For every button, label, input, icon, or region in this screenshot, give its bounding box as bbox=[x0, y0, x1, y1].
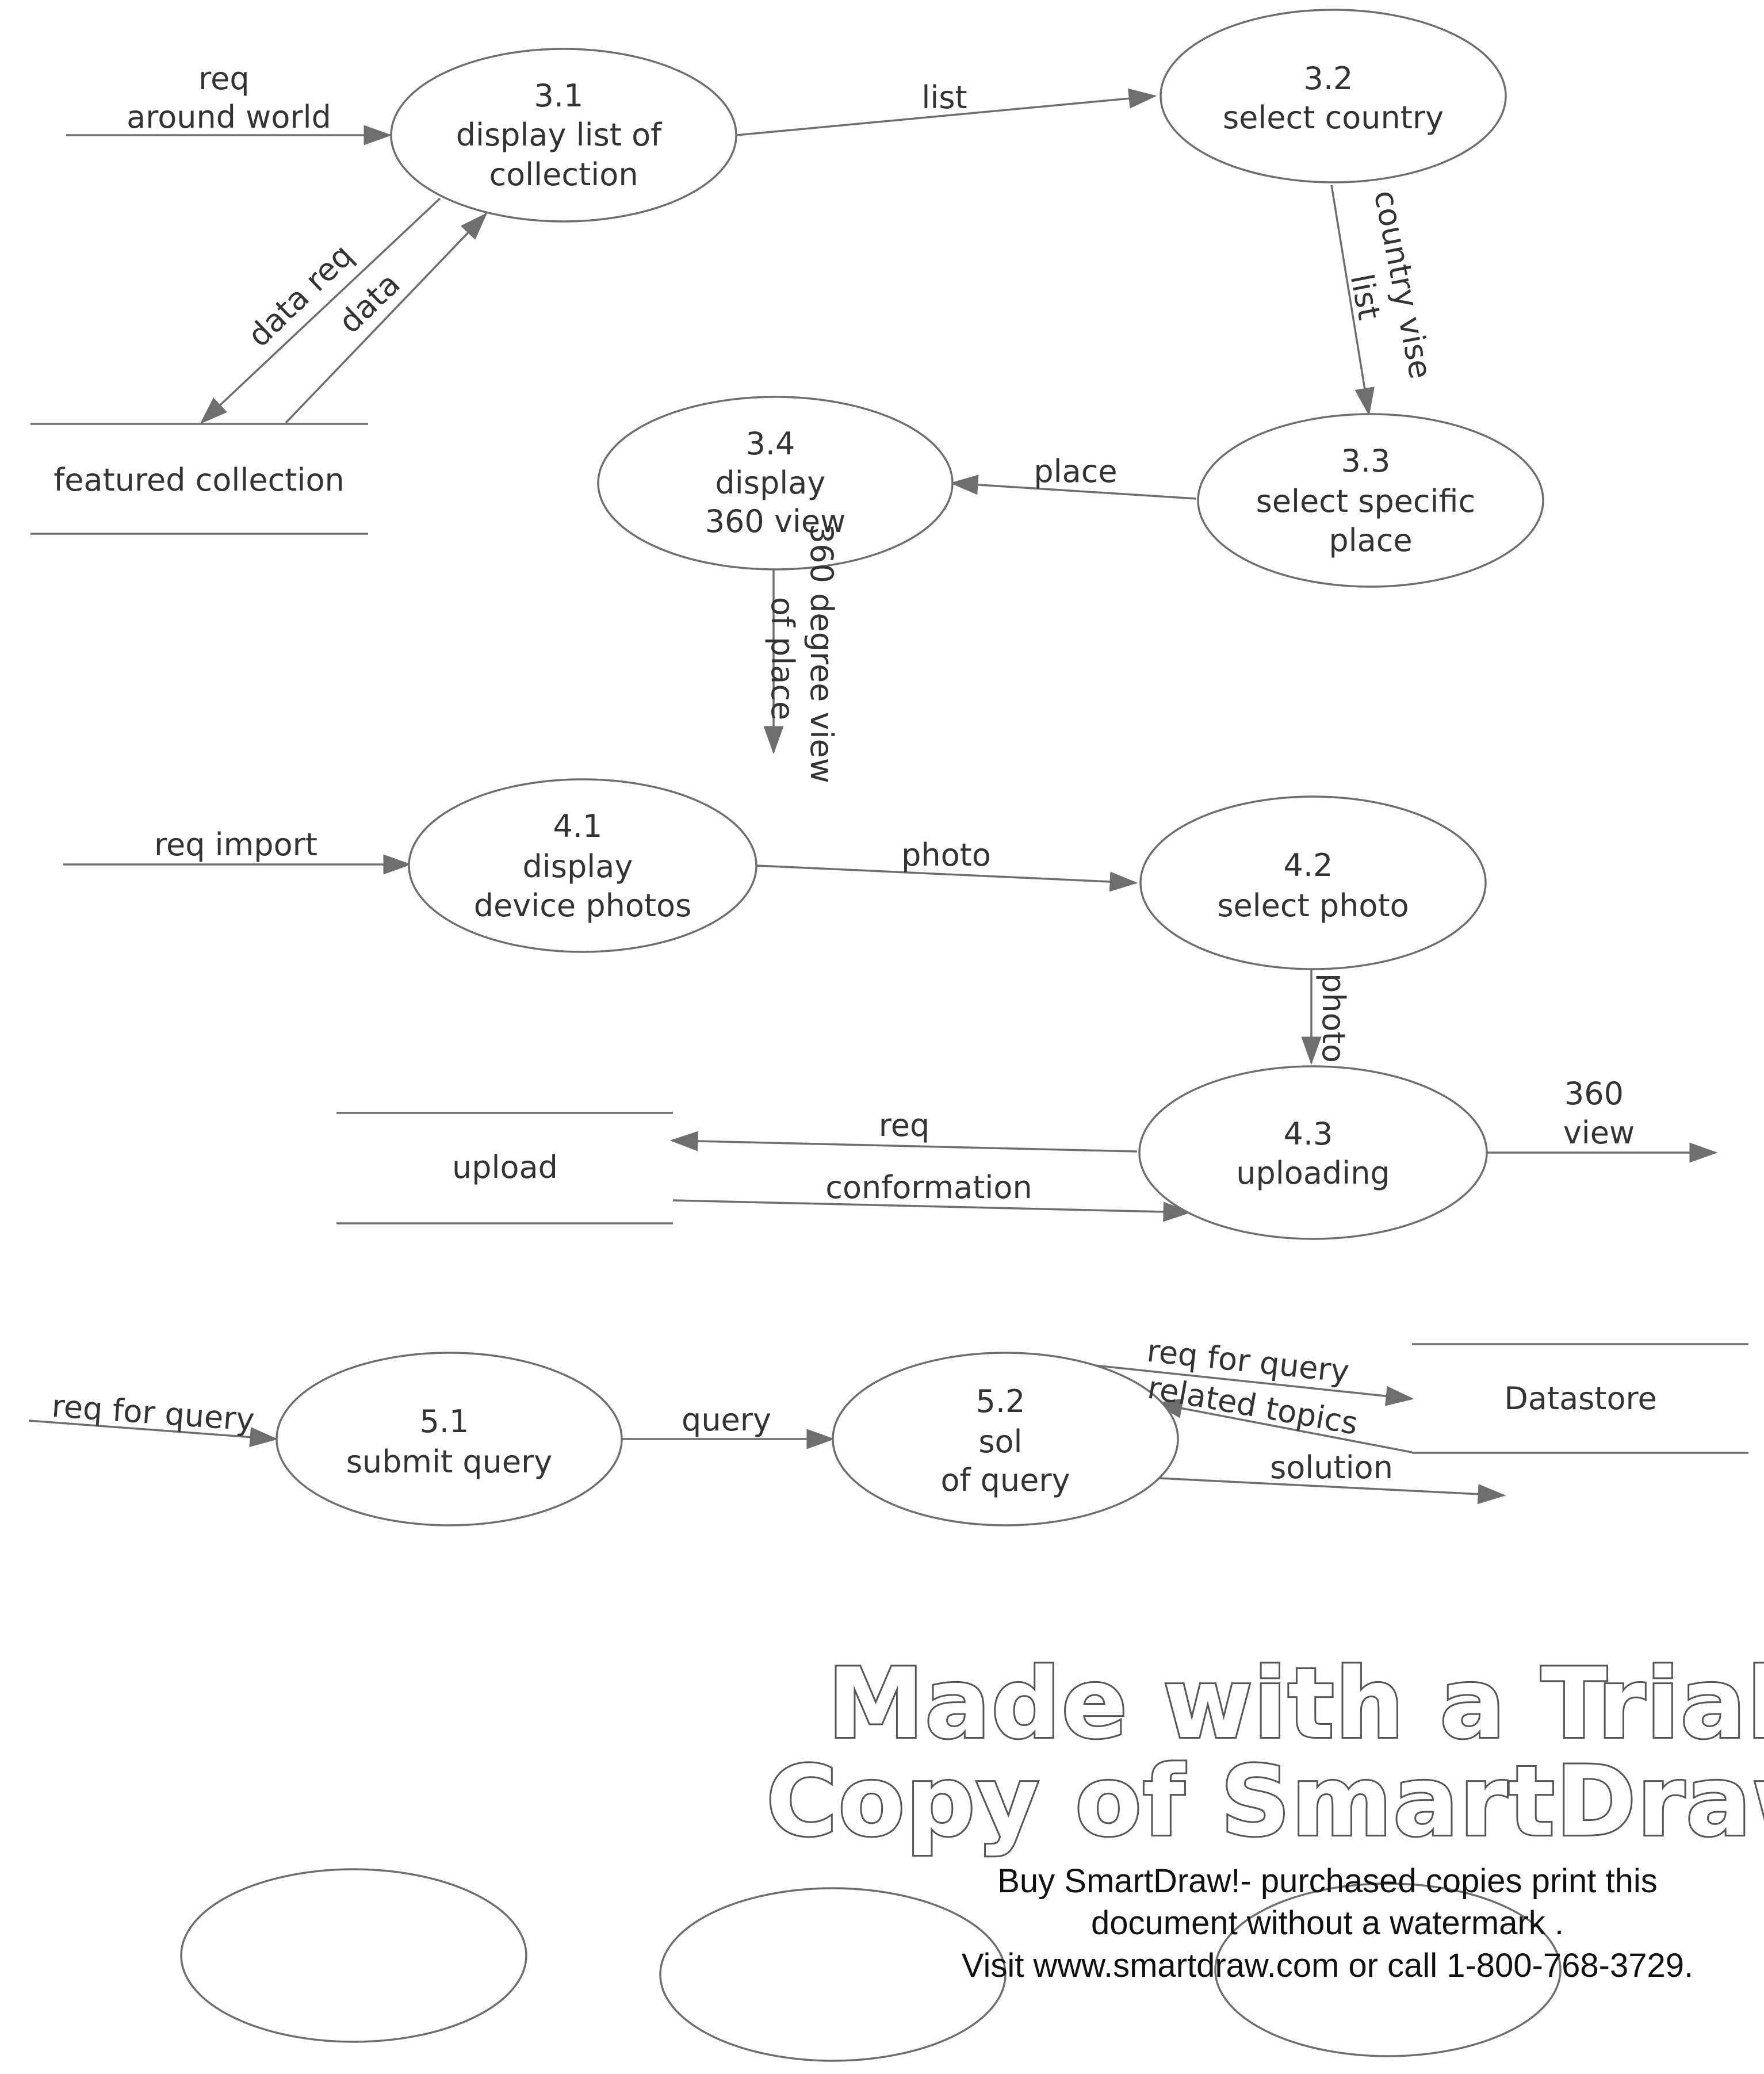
process-4-3: 4.3 uploading bbox=[1138, 1065, 1488, 1240]
flow-labels: req around world list data req data coun… bbox=[51, 60, 1635, 1486]
arrow-photo-1 bbox=[756, 864, 1138, 892]
process-4-2: 4.2 select photo bbox=[1139, 795, 1487, 970]
arrow-req-upload bbox=[669, 1131, 1138, 1153]
process-4-1-number: 4.1 bbox=[553, 808, 602, 844]
store-featured-label: featured collection bbox=[53, 462, 345, 498]
process-3-4-name-2: 360 view bbox=[705, 503, 846, 539]
process-5-1: 5.1 submit query bbox=[275, 1352, 623, 1526]
process-4-2-number: 4.2 bbox=[1283, 847, 1333, 883]
svg-text:360 degree view of place: 360 degree view of place bbox=[764, 524, 840, 793]
arrow-solution bbox=[1158, 1477, 1506, 1505]
empty-ellipse-1 bbox=[180, 1868, 527, 2043]
process-5-2-name: sol bbox=[978, 1424, 1022, 1460]
svg-text:4.2 select photo: 4.2 select photo bbox=[1217, 847, 1409, 924]
watermark-line-2: Copy of SmartDraw bbox=[766, 1745, 1764, 1858]
arrow-list bbox=[736, 88, 1157, 136]
svg-text:country vise list: country vise list bbox=[1329, 187, 1441, 399]
process-4-1-name: display bbox=[523, 848, 633, 885]
svg-text:5.1 submit query: 5.1 submit query bbox=[346, 1403, 552, 1480]
label-around-world: around world bbox=[127, 99, 331, 135]
label-360: 360 bbox=[1564, 1076, 1624, 1112]
process-3-3-name: select specific bbox=[1256, 483, 1476, 519]
process-3-1: 3.1 display list of collection bbox=[390, 48, 737, 223]
label-photo-1: photo bbox=[901, 837, 991, 873]
watermark-note-3: Visit www.smartdraw.com or call 1-800-76… bbox=[962, 1947, 1693, 1984]
label-req-for-query-in: req for query bbox=[51, 1388, 256, 1438]
empty-shapes bbox=[180, 1868, 1562, 2062]
svg-text:360 view: 360 view bbox=[1563, 1076, 1635, 1151]
arrow-req-for-query-out bbox=[1084, 1363, 1414, 1406]
process-4-3-number: 4.3 bbox=[1283, 1116, 1333, 1152]
label-conformation: conformation bbox=[825, 1169, 1032, 1206]
flow-arrows bbox=[28, 88, 1718, 1505]
store-upload: upload bbox=[336, 1112, 673, 1224]
label-data-req: data req bbox=[241, 237, 360, 354]
store-upload-label: upload bbox=[452, 1149, 558, 1185]
label-360-degree-view: 360 degree view bbox=[803, 524, 840, 783]
store-datastore-label: Datastore bbox=[1504, 1380, 1657, 1417]
svg-text:3.3 select specific: 3.3 select specific place bbox=[1256, 443, 1486, 558]
arrow-data bbox=[285, 212, 488, 424]
process-5-2: 5.2 sol of query bbox=[832, 1352, 1179, 1526]
smartdraw-watermark: Made with a Trial Copy of SmartDraw Buy … bbox=[764, 1646, 1764, 1984]
empty-ellipse-3 bbox=[1214, 1882, 1562, 2057]
label-list: list bbox=[921, 79, 967, 116]
process-5-1-number: 5.1 bbox=[419, 1403, 469, 1440]
store-datastore: Datastore bbox=[1412, 1343, 1748, 1454]
process-3-4-number: 3.4 bbox=[745, 426, 795, 462]
label-query: query bbox=[682, 1402, 771, 1438]
watermark-note-2: document without a watermark . bbox=[1091, 1904, 1564, 1942]
process-3-1-name: display list of bbox=[456, 117, 663, 153]
process-3-4: 3.4 display 360 view bbox=[597, 396, 954, 571]
process-4-3-name: uploading bbox=[1236, 1155, 1390, 1191]
process-4-1: 4.1 display device photos bbox=[408, 778, 757, 953]
process-3-2: 3.2 select country bbox=[1160, 9, 1507, 183]
arrow-country-vise-list bbox=[1330, 185, 1375, 416]
process-3-1-name-2: collection bbox=[489, 156, 638, 193]
process-3-1-number: 3.1 bbox=[534, 78, 583, 114]
arrow-conformation bbox=[672, 1199, 1192, 1222]
label-view: view bbox=[1563, 1115, 1635, 1151]
svg-text:3.4 display 360 vi: 3.4 display 360 view bbox=[705, 426, 846, 539]
watermark-line-1: Made with a Trial bbox=[828, 1647, 1764, 1760]
process-5-2-number: 5.2 bbox=[975, 1383, 1025, 1419]
process-5-2-name-2: of query bbox=[940, 1462, 1070, 1498]
process-3-3-name-2: place bbox=[1329, 522, 1412, 558]
label-req-import: req import bbox=[154, 826, 317, 863]
process-5-1-name: submit query bbox=[346, 1444, 552, 1480]
arrow-place bbox=[950, 475, 1197, 500]
empty-ellipse-2 bbox=[659, 1887, 1007, 2062]
process-4-2-name: select photo bbox=[1217, 887, 1409, 924]
label-req: req bbox=[198, 60, 250, 97]
label-solution: solution bbox=[1270, 1449, 1393, 1486]
process-3-2-number: 3.2 bbox=[1303, 60, 1353, 97]
svg-text:3.2 select country: 3.2 select country bbox=[1223, 60, 1444, 136]
process-3-2-name: select country bbox=[1223, 100, 1444, 136]
process-3-4-name: display bbox=[715, 465, 826, 501]
process-3-3-number: 3.3 bbox=[1341, 443, 1390, 479]
watermark-note-1: Buy SmartDraw!- purchased copies print t… bbox=[997, 1862, 1658, 1900]
svg-text:3.1 display list of: 3.1 display list of collection bbox=[456, 78, 672, 193]
svg-text:req around world: req around world bbox=[127, 60, 331, 135]
svg-text:4.3 uploading: 4.3 uploading bbox=[1236, 1116, 1390, 1191]
arrow-data-req bbox=[200, 197, 441, 424]
label-req-upload: req bbox=[879, 1107, 930, 1143]
process-4-1-name-2: device photos bbox=[474, 887, 691, 924]
store-featured-collection: featured collection bbox=[30, 423, 368, 535]
svg-text:4.1 display device: 4.1 display device photos bbox=[474, 808, 691, 924]
label-country-vise-list: list bbox=[1344, 271, 1388, 323]
label-photo-2: photo bbox=[1315, 973, 1352, 1063]
svg-text:5.2 sol of query: 5.2 sol of query bbox=[940, 1383, 1070, 1498]
label-place: place bbox=[1034, 453, 1117, 489]
process-3-3: 3.3 select specific place bbox=[1197, 413, 1544, 588]
label-of-place: of place bbox=[764, 597, 801, 721]
arrow-req-for-query-in bbox=[28, 1419, 278, 1448]
arrow-related-topics bbox=[1154, 1398, 1413, 1453]
